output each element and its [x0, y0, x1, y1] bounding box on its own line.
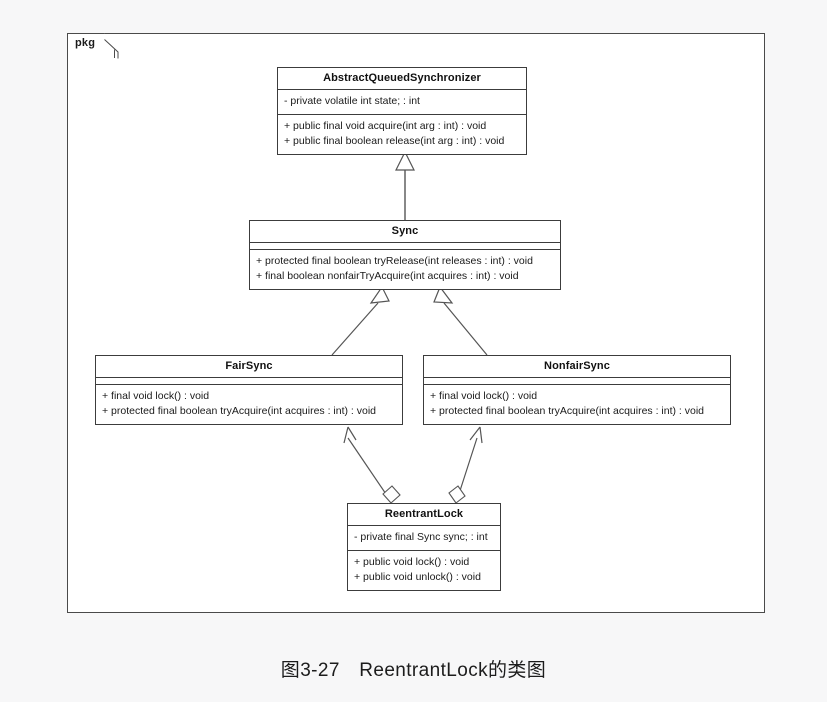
methods-compartment: + protected final boolean tryRelease(int… — [250, 249, 560, 289]
method-item: + public final boolean release(int arg :… — [284, 135, 505, 147]
methods-compartment: + public final void acquire(int arg : in… — [278, 114, 526, 154]
class-box-reentrantlock[interactable]: ReentrantLock - private final Sync sync;… — [347, 503, 501, 591]
method-item: + protected final boolean tryRelease(int… — [256, 255, 533, 267]
class-box-abstractqueuedsynchronizer[interactable]: AbstractQueuedSynchronizer - private vol… — [277, 67, 527, 155]
method-item: + final void lock() : void — [430, 390, 538, 402]
class-name: ReentrantLock — [384, 508, 464, 520]
class-box-nonfairsync[interactable]: NonfairSync + final void lock() : void +… — [423, 355, 731, 425]
attribute-item: - private volatile int state; : int — [284, 95, 420, 107]
class-name: AbstractQueuedSynchronizer — [323, 72, 481, 84]
class-name: NonfairSync — [544, 360, 610, 372]
method-item: + final boolean nonfairTryAcquire(int ac… — [256, 270, 519, 282]
attributes-compartment — [250, 242, 560, 249]
class-box-fairsync[interactable]: FairSync + final void lock() : void + pr… — [95, 355, 403, 425]
class-name: Sync — [391, 225, 419, 237]
methods-compartment: + public void lock() : void + public voi… — [348, 550, 500, 590]
method-item: + public void unlock() : void — [354, 571, 481, 583]
attributes-compartment — [96, 377, 402, 384]
methods-compartment: + final void lock() : void + protected f… — [424, 384, 730, 424]
methods-compartment: + final void lock() : void + protected f… — [96, 384, 402, 424]
class-box-sync[interactable]: Sync + protected final boolean tryReleas… — [249, 220, 561, 290]
method-item: + public void lock() : void — [354, 556, 470, 568]
package-label: pkg — [75, 37, 96, 49]
class-name: FairSync — [225, 360, 273, 372]
method-item: + final void lock() : void — [102, 390, 210, 402]
method-item: + protected final boolean tryAcquire(int… — [430, 405, 705, 417]
attributes-compartment: - private final Sync sync; : int — [348, 525, 500, 550]
method-item: + protected final boolean tryAcquire(int… — [102, 405, 377, 417]
attributes-compartment: - private volatile int state; : int — [278, 89, 526, 114]
package-tab-fold-icon — [104, 39, 119, 59]
figure-caption: 图3-27 ReentrantLock的类图 — [280, 660, 547, 681]
attributes-compartment — [424, 377, 730, 384]
method-item: + public final void acquire(int arg : in… — [284, 120, 487, 132]
attribute-item: - private final Sync sync; : int — [354, 531, 488, 543]
